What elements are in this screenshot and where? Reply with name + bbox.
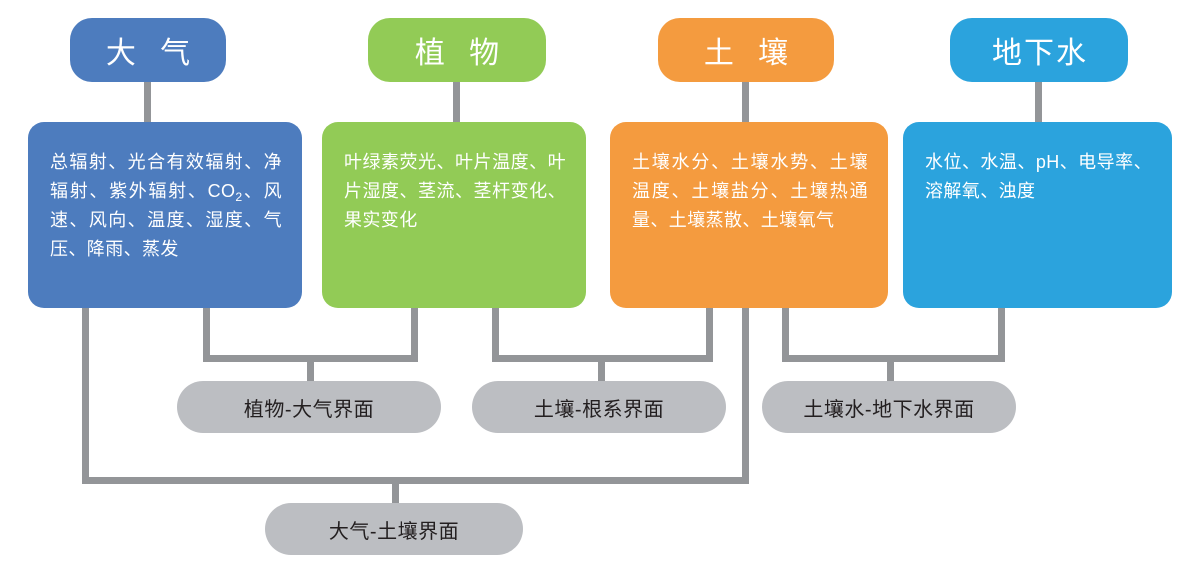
interface-pill-atmosphere-soil[interactable]: 大气-土壤界面 bbox=[265, 503, 523, 555]
interface-pill-plant-atmosphere[interactable]: 植物-大气界面 bbox=[177, 381, 441, 433]
interface-pill-label-soil-root: 土壤-根系界面 bbox=[533, 398, 665, 421]
interface-pill-soilwater-groundwater[interactable]: 土壤水-地下水界面 bbox=[762, 381, 1016, 433]
content-text-plant: 叶绿素荧光、叶片温度、叶片湿度、茎流、茎杆变化、果实变化 bbox=[344, 152, 566, 231]
header-pill-label-atmosphere: 大 气 bbox=[105, 37, 199, 70]
header-pill-groundwater[interactable]: 地下水 bbox=[950, 18, 1128, 82]
connector-drop-sr bbox=[598, 355, 605, 383]
content-text-groundwater: 水位、水温、pH、电导率、溶解氧、浊度 bbox=[925, 152, 1152, 202]
interface-pill-label-atmosphere-soil: 大气-土壤界面 bbox=[328, 520, 460, 543]
connector-down-soil-to-swg bbox=[782, 308, 789, 362]
content-text-atmosphere: 总辐射、光合有效辐射、净辐射、紫外辐射、CO2、风速、风向、温度、湿度、气压、降… bbox=[50, 148, 282, 265]
content-box-soil[interactable]: 土壤水分、土壤水势、土壤温度、土壤盐分、土壤热通量、土壤蒸散、土壤氧气 bbox=[610, 122, 888, 308]
content-box-atmosphere[interactable]: 总辐射、光合有效辐射、净辐射、紫外辐射、CO2、风速、风向、温度、湿度、气压、降… bbox=[28, 122, 302, 308]
connector-down-atmosphere-to-pa bbox=[203, 308, 210, 362]
content-text-atmosphere-part-a: 总辐射、光合有效辐射、净辐射、紫外辐射、CO bbox=[50, 152, 282, 202]
connector-stem-plant bbox=[453, 82, 460, 124]
header-pill-label-plant: 植 物 bbox=[414, 37, 508, 70]
content-box-plant[interactable]: 叶绿素荧光、叶片温度、叶片湿度、茎流、茎杆变化、果实变化 bbox=[322, 122, 586, 308]
header-pill-soil[interactable]: 土 壤 bbox=[658, 18, 834, 82]
connector-stem-soil bbox=[742, 82, 749, 124]
connector-down-groundwater-to-swg bbox=[998, 308, 1005, 362]
header-pill-plant[interactable]: 植 物 bbox=[368, 18, 546, 82]
connector-down-plant-to-sr bbox=[492, 308, 499, 362]
content-box-groundwater[interactable]: 水位、水温、pH、电导率、溶解氧、浊度 bbox=[903, 122, 1172, 308]
connector-drop-swg bbox=[887, 355, 894, 383]
connector-bracket-as bbox=[82, 477, 749, 484]
connector-stem-groundwater bbox=[1035, 82, 1042, 124]
content-text-soil: 土壤水分、土壤水势、土壤温度、土壤盐分、土壤热通量、土壤蒸散、土壤氧气 bbox=[632, 152, 868, 231]
connector-down-soil-to-as bbox=[742, 308, 749, 484]
content-text-atmosphere-subscript: 2 bbox=[235, 190, 243, 205]
header-pill-atmosphere[interactable]: 大 气 bbox=[70, 18, 226, 82]
connector-drop-as bbox=[392, 477, 399, 505]
connector-down-plant-to-pa bbox=[411, 308, 418, 362]
interface-pill-soil-root[interactable]: 土壤-根系界面 bbox=[472, 381, 726, 433]
header-pill-label-soil: 土 壤 bbox=[703, 37, 797, 70]
connector-down-atmosphere-to-as bbox=[82, 308, 89, 484]
interface-pill-label-soilwater-groundwater: 土壤水-地下水界面 bbox=[803, 398, 975, 421]
interface-pill-label-plant-atmosphere: 植物-大气界面 bbox=[243, 398, 375, 421]
connector-drop-pa bbox=[307, 355, 314, 383]
header-pill-label-groundwater: 地下水 bbox=[992, 37, 1088, 70]
connector-stem-atmosphere bbox=[144, 82, 151, 124]
connector-down-soil-to-sr bbox=[706, 308, 713, 362]
content-text-atmosphere-part-b: 、风速、风向、温度、湿度、气压、降雨、蒸发 bbox=[50, 181, 282, 260]
